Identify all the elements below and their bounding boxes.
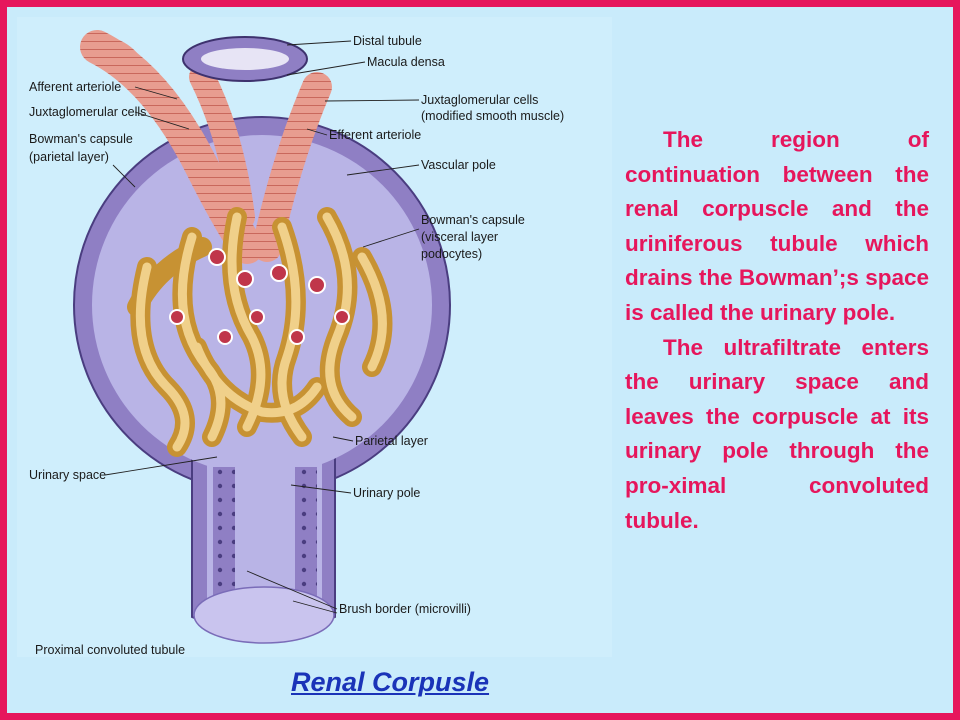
label-bowmans-parietal: Bowman's capsule xyxy=(29,132,133,146)
label-bowmans-visceral-note2: podocytes) xyxy=(421,247,482,261)
label-parietal-layer: Parietal layer xyxy=(355,434,428,448)
renal-corpuscle-diagram: Distal tubule Macula densa Afferent arte… xyxy=(29,30,564,657)
label-macula-densa: Macula densa xyxy=(367,55,445,69)
label-bowmans-visceral-note1: (visceral layer xyxy=(421,230,498,244)
label-jg-cells-right: Juxtaglomerular cells xyxy=(421,93,538,107)
diagram-labels: Distal tubule Macula densa Afferent arte… xyxy=(29,34,564,657)
label-afferent-arteriole: Afferent arteriole xyxy=(29,80,121,94)
label-bowmans-parietal-note: (parietal layer) xyxy=(29,150,109,164)
label-jg-cells-left: Juxtaglomerular cells xyxy=(29,105,146,119)
label-brush-border: Brush border (microvilli) xyxy=(339,602,471,616)
paragraph-ultrafiltrate: The ultrafiltrate enters the urinary spa… xyxy=(625,334,929,533)
paragraph-urinary-pole: The region of continuation between the r… xyxy=(625,127,929,325)
label-vascular-pole: Vascular pole xyxy=(421,158,496,172)
figure-panel: Distal tubule Macula densa Afferent arte… xyxy=(17,17,612,657)
slide-caption: Renal Corpusle xyxy=(291,667,490,697)
label-urinary-space: Urinary space xyxy=(29,468,106,482)
label-jg-cells-right-note: (modified smooth muscle) xyxy=(421,109,564,123)
distal-tubule-shape xyxy=(182,36,308,82)
label-proximal-tubule: Proximal convoluted tubule xyxy=(35,643,185,657)
label-urinary-pole: Urinary pole xyxy=(353,486,420,500)
label-efferent-arteriole: Efferent arteriole xyxy=(329,128,421,142)
label-bowmans-visceral: Bowman's capsule xyxy=(421,213,525,227)
label-distal-tubule: Distal tubule xyxy=(353,34,422,48)
label-leader-lines xyxy=(104,40,420,614)
explanation-text: The region of continuation between the r… xyxy=(625,123,929,538)
